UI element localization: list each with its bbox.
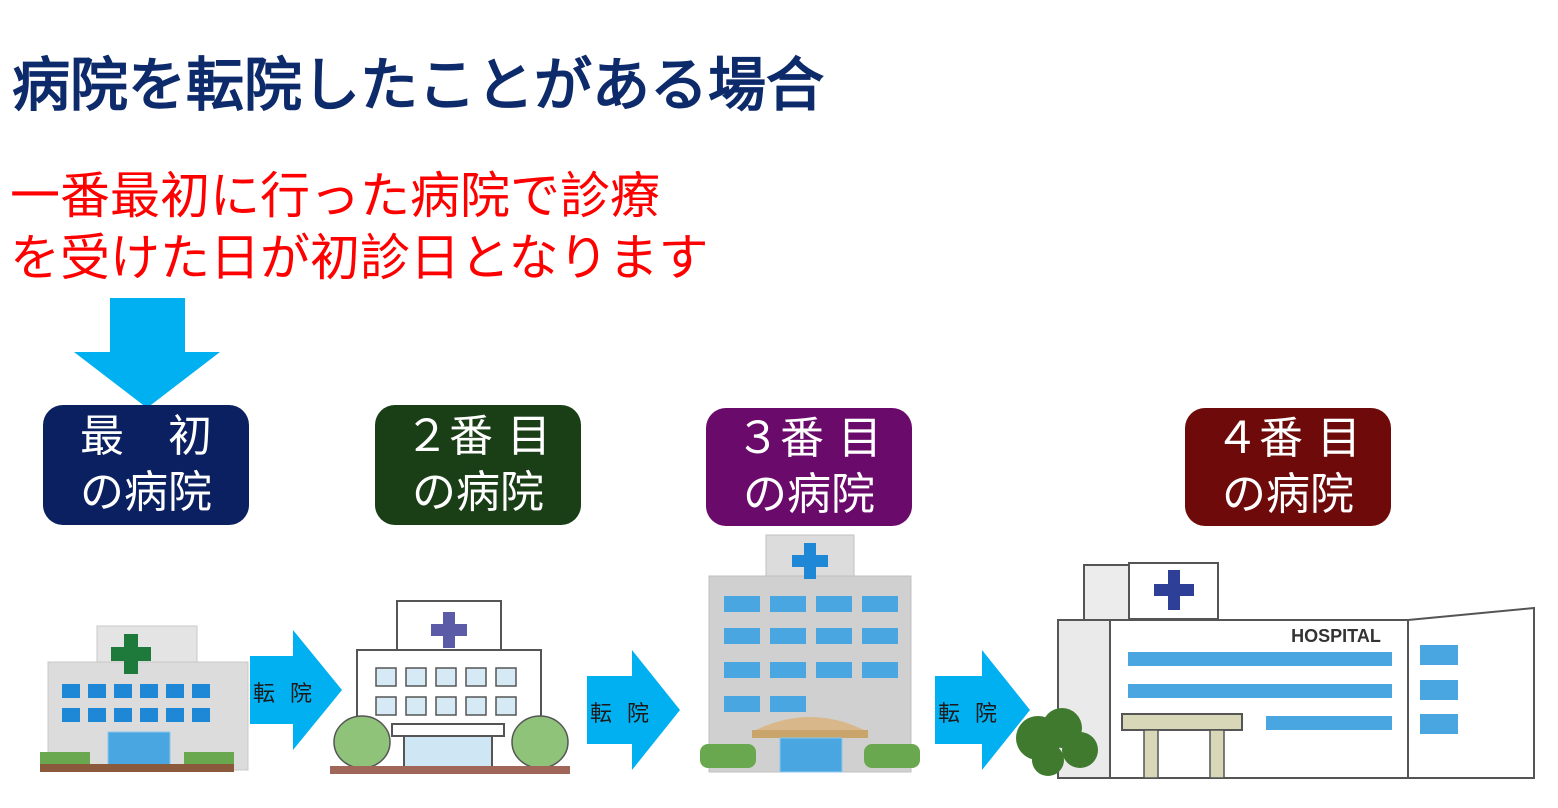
page-title: 病院を転院したことがある場合 [12, 51, 825, 119]
hospital-sign: HOSPITAL [1291, 626, 1381, 646]
transfer-label-1: 転 院 [253, 682, 316, 707]
transfer-label-2: 転 院 [590, 702, 653, 727]
hospital-2-icon [330, 600, 570, 774]
transfer-arrow-3 [935, 650, 1030, 770]
hospital-label-3-line-1: ３番 目 [736, 413, 882, 464]
hospital-1-icon [40, 625, 249, 772]
transfer-arrow-1 [250, 630, 342, 750]
hospital-label-1-line-1: 最 初 [80, 411, 212, 462]
hospital-label-4: ４番 目 の病院 [1185, 408, 1391, 526]
explanation-line-1: 一番最初に行った病院で診療 [10, 167, 660, 225]
hospital-label-3: ３番 目 の病院 [706, 408, 912, 526]
hospital-label-1-line-2: の病院 [80, 467, 212, 518]
down-arrow [74, 298, 220, 408]
hospital-label-4-line-2: の病院 [1222, 469, 1354, 520]
hospital-label-2: ２番 目 の病院 [375, 405, 581, 525]
hospital-label-4-line-1: ４番 目 [1215, 413, 1361, 464]
explanation-line-2: を受けた日が初診日となります [10, 229, 709, 287]
hospital-3-icon [700, 534, 920, 773]
transfer-arrow-2 [587, 650, 680, 770]
hospital-label-3-line-2: の病院 [743, 469, 875, 520]
transfer-label-3: 転 院 [938, 702, 1001, 727]
explanation-text: 一番最初に行った病院で診療 を受けた日が初診日となります [10, 165, 709, 289]
hospital-label-2-line-1: ２番 目 [405, 411, 551, 462]
hospital-label-1: 最 初 の病院 [43, 405, 249, 525]
hospital-label-2-line-2: の病院 [412, 467, 544, 518]
hospital-4-icon: HOSPITAL [1016, 562, 1535, 779]
